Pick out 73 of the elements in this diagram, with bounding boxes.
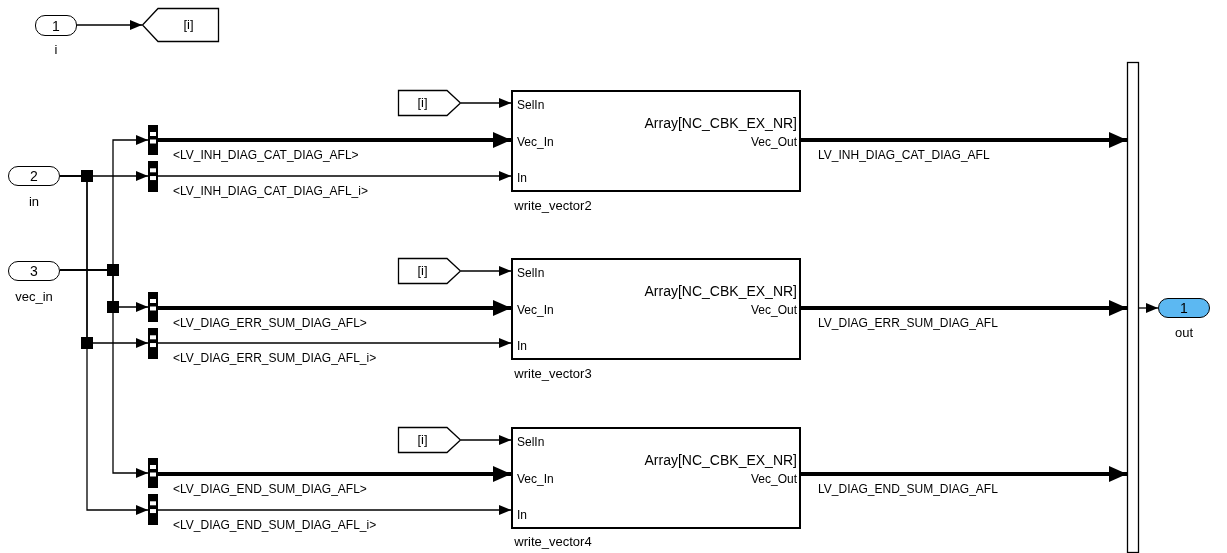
tag-label: [i] bbox=[416, 96, 429, 110]
signal-arrow bbox=[460, 435, 512, 445]
port-label: In bbox=[517, 171, 527, 185]
signal-arrow bbox=[158, 132, 511, 148]
inport-block bbox=[35, 15, 77, 36]
tag-label: [i] bbox=[182, 18, 195, 32]
signal-label: LV_INH_DIAG_CAT_DIAG_AFL bbox=[818, 148, 990, 162]
signal-label: LV_DIAG_END_SUM_DIAG_AFL bbox=[818, 482, 998, 496]
port-label: Vec_Out bbox=[750, 135, 797, 149]
signal-arrow bbox=[59, 175, 149, 515]
signal-label: <LV_DIAG_ERR_SUM_DIAG_AFL_i> bbox=[173, 351, 377, 365]
port-name: out bbox=[1174, 326, 1194, 340]
signal-arrow bbox=[460, 98, 512, 108]
tag-label: [i] bbox=[416, 433, 429, 447]
outport-block bbox=[1158, 298, 1210, 318]
block-title: Array[NC_CBK_EX_NR] bbox=[644, 453, 797, 467]
bus-selector-bar bbox=[148, 494, 158, 525]
signal-label: <LV_DIAG_END_SUM_DIAG_AFL> bbox=[173, 482, 367, 496]
bus-selector-bar bbox=[148, 328, 158, 359]
port-label: In bbox=[517, 339, 527, 353]
subsystem-block bbox=[511, 427, 801, 529]
bus-selector-bar bbox=[148, 292, 158, 322]
from-tag bbox=[398, 258, 461, 284]
port-label: SelIn bbox=[517, 266, 545, 280]
port-number: 1 bbox=[51, 18, 61, 33]
signal-arrow bbox=[76, 20, 143, 30]
port-number: 3 bbox=[29, 264, 39, 278]
port-name: i bbox=[54, 43, 58, 57]
signal-arrow bbox=[158, 300, 511, 316]
block-name: write_vector2 bbox=[514, 199, 592, 213]
block-title: Array[NC_CBK_EX_NR] bbox=[644, 116, 797, 130]
goto-tag bbox=[142, 8, 219, 42]
block-title: Array[NC_CBK_EX_NR] bbox=[644, 284, 797, 298]
signal-arrow bbox=[801, 132, 1127, 148]
port-name: vec_in bbox=[15, 290, 53, 304]
tag-label: [i] bbox=[416, 264, 429, 278]
signal-arrow bbox=[158, 466, 511, 482]
signal-arrow bbox=[460, 266, 512, 276]
bus-selector-bar bbox=[1127, 62, 1139, 553]
subsystem-block bbox=[511, 258, 801, 360]
port-label: SelIn bbox=[517, 98, 545, 112]
port-label: Vec_In bbox=[517, 472, 554, 486]
port-label: SelIn bbox=[517, 435, 545, 449]
signal-arrow bbox=[801, 300, 1127, 316]
signal-label: <LV_DIAG_END_SUM_DIAG_AFL_i> bbox=[173, 518, 377, 532]
subsystem-block bbox=[511, 90, 801, 192]
port-label: Vec_In bbox=[517, 135, 554, 149]
signal-arrow bbox=[157, 505, 512, 515]
from-tag bbox=[398, 90, 461, 116]
port-name: in bbox=[28, 195, 40, 209]
signal-label: <LV_DIAG_ERR_SUM_DIAG_AFL> bbox=[173, 316, 367, 330]
port-label: Vec_In bbox=[517, 303, 554, 317]
block-name: write_vector3 bbox=[514, 367, 592, 381]
signal-arrow bbox=[801, 466, 1127, 482]
block-name: write_vector4 bbox=[514, 535, 592, 549]
bus-selector-bar bbox=[148, 125, 158, 155]
bus-selector-bar bbox=[148, 458, 158, 488]
from-tag bbox=[398, 427, 461, 453]
port-label: Vec_Out bbox=[750, 303, 797, 317]
inport-block bbox=[8, 261, 60, 281]
signal-arrow bbox=[59, 269, 149, 478]
signal-arrow bbox=[157, 171, 512, 181]
signal-arrow bbox=[1138, 303, 1159, 313]
port-number: 2 bbox=[29, 169, 39, 183]
port-label: In bbox=[517, 508, 527, 522]
signal-label: <LV_INH_DIAG_CAT_DIAG_AFL> bbox=[173, 148, 359, 162]
signal-label: LV_DIAG_ERR_SUM_DIAG_AFL bbox=[818, 316, 998, 330]
signal-label: <LV_INH_DIAG_CAT_DIAG_AFL_i> bbox=[173, 184, 368, 198]
inport-block bbox=[8, 166, 60, 186]
port-number: 1 bbox=[1179, 301, 1189, 315]
bus-selector-bar bbox=[148, 161, 158, 192]
signal-arrow bbox=[157, 338, 512, 348]
port-label: Vec_Out bbox=[750, 472, 797, 486]
